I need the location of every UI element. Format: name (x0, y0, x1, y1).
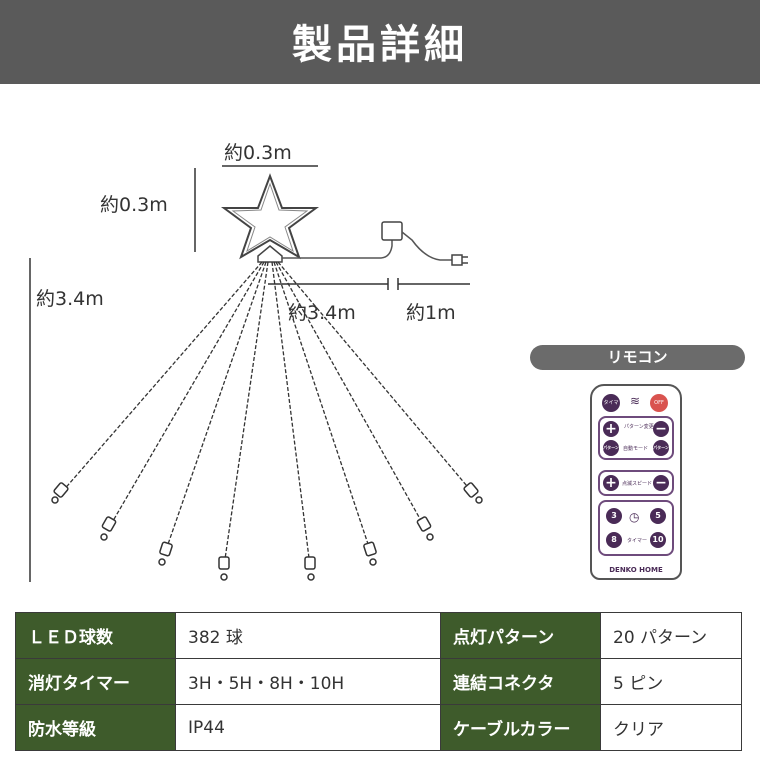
strand-length-label: 約3.4m (36, 288, 104, 310)
remote-control: タイマーOFF ≋ OFF + − パターン変更 パターン↓ 自動モード パター… (590, 384, 682, 580)
spec-value: 20 パターン (600, 612, 742, 659)
lead-cable-label: 約3.4m (288, 302, 356, 324)
table-row: 防水等級 IP44 ケーブルカラー クリア (15, 704, 742, 751)
timer-panel: 3 ◷ 5 8 タイマー 10 (598, 500, 674, 556)
spec-value: 3H・5H・8H・10H (175, 658, 441, 705)
speed-label: 点滅スピード (622, 481, 653, 487)
spec-label: 消灯タイマー (15, 658, 176, 705)
pattern-minus-icon: − (653, 421, 669, 437)
pattern-left-button: パターン↓ (603, 440, 619, 466)
pattern-plus-icon: + (603, 421, 619, 437)
signal-icon: ≋ (630, 394, 641, 408)
timer-3-button: 3 (606, 508, 622, 524)
plug-cable-label: 約1m (406, 302, 456, 324)
pattern-change-label: パターン変更 (624, 424, 654, 430)
spec-label: ケーブルカラー (440, 704, 601, 751)
plug (451, 254, 463, 266)
off-button: OFF (650, 394, 668, 412)
auto-mode-label: 自動モード (623, 446, 649, 452)
spec-value: 5 ピン (600, 658, 742, 705)
speed-panel: + 点滅スピード − (598, 470, 674, 496)
pattern-right-button: パターン↑ (653, 440, 669, 466)
speed-plus-icon: + (603, 475, 619, 491)
spec-label: ＬＥＤ球数 (15, 612, 176, 659)
brand-logo: DENKO HOME (609, 566, 663, 574)
timer-10-button: 10 (650, 532, 666, 548)
spec-label: 防水等級 (15, 704, 176, 751)
table-row: 消灯タイマー 3H・5H・8H・10H 連結コネクタ 5 ピン (15, 658, 742, 705)
spec-value: クリア (600, 704, 742, 751)
product-diagram (29, 165, 483, 582)
spec-table: ＬＥＤ球数 382 球 点灯パターン 20 パターン 消灯タイマー 3H・5H・… (15, 612, 742, 751)
hub (257, 245, 283, 263)
timer-5-button: 5 (650, 508, 666, 524)
spec-label: 点灯パターン (440, 612, 601, 659)
remote-title: リモコン (530, 345, 745, 370)
spec-label: 連結コネクタ (440, 658, 601, 705)
clock-icon: ◷ (629, 510, 640, 524)
timer-8-button: 8 (606, 532, 622, 548)
timer-label: タイマー (627, 538, 648, 544)
controller-box (381, 221, 403, 241)
star-shape (220, 173, 320, 260)
spec-value: IP44 (175, 704, 441, 751)
header-bar: 製品詳細 (0, 0, 760, 84)
star-width-label: 約0.3m (224, 142, 292, 164)
timer-off-button: タイマーOFF (602, 394, 620, 424)
table-row: ＬＥＤ球数 382 球 点灯パターン 20 パターン (15, 612, 742, 659)
speed-minus-icon: − (653, 475, 669, 491)
page-title: 製品詳細 (292, 22, 468, 68)
star-height-label: 約0.3m (100, 194, 168, 216)
pattern-panel: + − パターン変更 パターン↓ 自動モード パターン↑ (598, 416, 674, 466)
spec-value: 382 球 (175, 612, 441, 659)
